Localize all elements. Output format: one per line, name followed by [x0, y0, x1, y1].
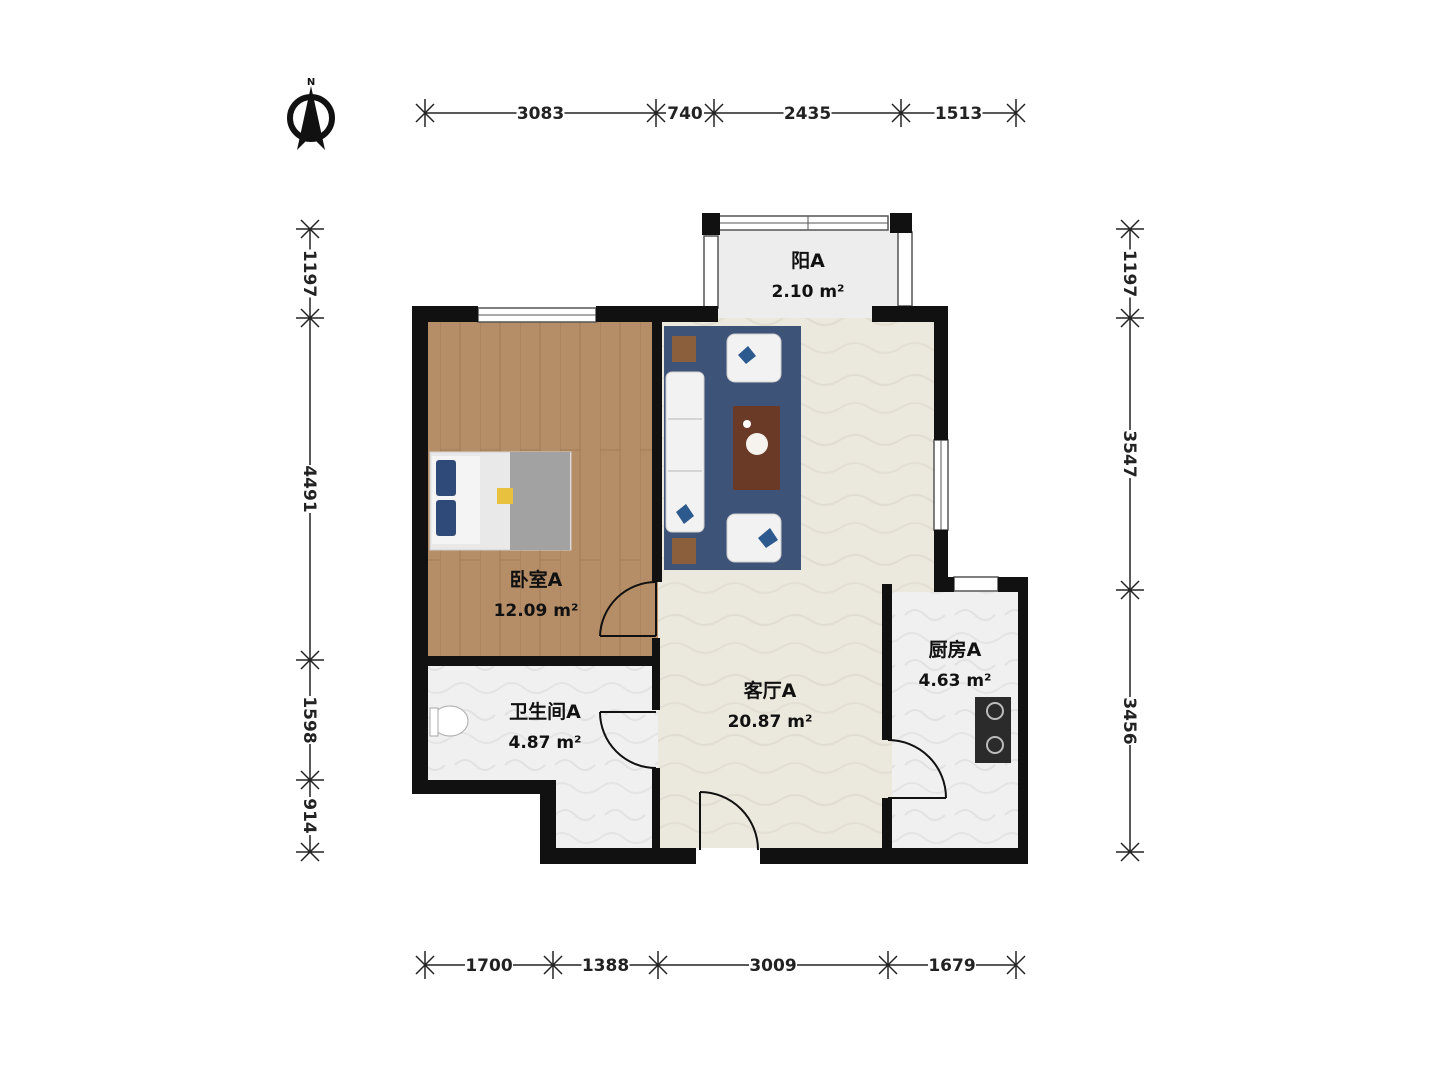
right-dimension-label-bg	[1119, 430, 1141, 478]
kitchen-area: 4.63 m²	[918, 671, 991, 691]
sofa-icon	[665, 371, 705, 533]
top-dimension-tick	[1006, 103, 1026, 123]
bathroom-area: 4.87 m²	[508, 733, 581, 753]
bottom-dimension-label: 1679	[928, 956, 975, 976]
left-dimension-tick	[300, 308, 320, 328]
right-dimension-label-bg	[1119, 249, 1141, 298]
bottom-dimension-label: 1388	[582, 956, 629, 976]
window	[953, 576, 999, 592]
bathroom-name: 卫生间A	[509, 700, 581, 723]
compass-label: N	[307, 77, 315, 88]
left-dimension-label: 1598	[299, 696, 319, 743]
living-area: 20.87 m²	[728, 712, 813, 732]
bottom-dimension-label-bg	[928, 954, 976, 976]
kitchen-name: 厨房A	[929, 638, 982, 661]
bedroom-area: 12.09 m²	[494, 601, 579, 621]
armchair-icon	[726, 513, 782, 563]
left-dimension-label: 4491	[299, 465, 319, 512]
right-dimension-label-bg	[1119, 697, 1141, 745]
left-dimension-tick	[300, 219, 320, 239]
left-dimension-tick	[300, 770, 320, 790]
left-dimension-label-bg	[299, 696, 321, 744]
windows	[477, 215, 999, 592]
living-furniture	[664, 326, 801, 570]
kitchen-fixtures	[975, 697, 1011, 763]
top-dimension-label: 1513	[935, 104, 982, 124]
right-dimension-tick	[1120, 308, 1140, 328]
bottom-dimension-tick	[1006, 955, 1026, 975]
left-dimension-label: 914	[299, 798, 319, 834]
top-dimension-tick	[646, 103, 666, 123]
left-dimension-tick	[300, 842, 320, 862]
balcony-name: 阳A	[791, 250, 825, 272]
left-dimension-label: 1197	[299, 250, 319, 297]
top-dimension-label-bg	[934, 102, 983, 124]
north-compass-icon: N	[287, 77, 335, 150]
top-dimension-label-bg	[516, 102, 565, 124]
top-dimension-label: 3083	[517, 104, 564, 124]
side-table-icon	[672, 336, 696, 362]
top-dimension-label-bg	[666, 102, 704, 124]
top-dimension-tick	[891, 103, 911, 123]
side-table-icon	[672, 538, 696, 564]
window	[897, 231, 913, 307]
bedroom-furniture	[429, 451, 572, 551]
bottom-dimension-label: 1700	[465, 956, 512, 976]
living-name: 客厅A	[744, 679, 797, 702]
bottom-dimension-tick	[415, 955, 435, 975]
top-dimension-label: 2435	[784, 104, 831, 124]
bottom-dimension-label-bg	[581, 954, 630, 976]
dimension-lines: 3083 740 2435 1513 1700 1388 3009 1679 1197 4491 1…	[296, 99, 1144, 979]
right-dimension-tick	[1120, 842, 1140, 862]
bottom-dimension-label-bg	[749, 954, 797, 976]
right-dimension-tick	[1120, 580, 1140, 600]
bathroom-fixtures	[429, 705, 469, 737]
room-labels: 阳A 2.10 m² 卧室A 12.09 m² 客厅A 20.87 m² 厨房A…	[494, 250, 992, 753]
top-dimension-label: 740	[667, 104, 703, 124]
doors	[599, 581, 947, 851]
right-dimension-label: 1197	[1119, 250, 1139, 297]
left-dimension-label-bg	[299, 797, 321, 835]
right-dimension-label: 3456	[1119, 697, 1139, 744]
right-dimension-tick	[1120, 219, 1140, 239]
armchair-icon	[726, 333, 782, 383]
top-dimension-tick	[704, 103, 724, 123]
right-dimension-label: 3547	[1119, 430, 1139, 477]
top-dimension-tick	[415, 103, 435, 123]
balcony-floor	[718, 230, 898, 318]
bottom-dimension-tick	[543, 955, 563, 975]
door-icon	[699, 791, 759, 851]
walls	[412, 213, 1028, 864]
bedroom-name: 卧室A	[510, 568, 563, 591]
window	[703, 235, 719, 309]
left-dimension-label-bg	[299, 249, 321, 298]
left-dimension-tick	[300, 650, 320, 670]
balcony-area: 2.10 m²	[771, 282, 844, 302]
door-icon	[599, 711, 657, 769]
door-icon	[887, 739, 947, 799]
top-dimension-label-bg	[783, 102, 832, 124]
left-dimension-label-bg	[299, 465, 321, 513]
bottom-dimension-tick	[878, 955, 898, 975]
bottom-dimension-tick	[648, 955, 668, 975]
door-icon	[599, 581, 657, 637]
bottom-dimension-label: 3009	[749, 956, 796, 976]
bottom-dimension-label-bg	[465, 954, 513, 976]
